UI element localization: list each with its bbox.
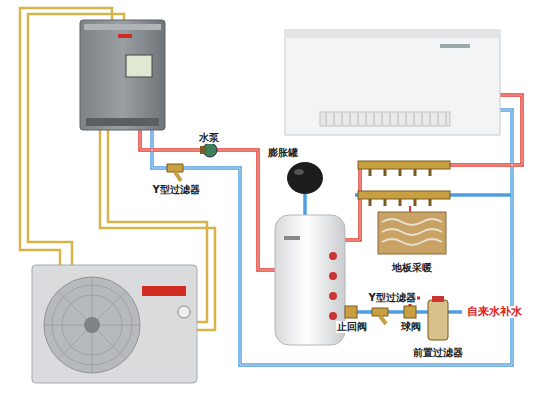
callout-label: 前置过滤器 (412, 347, 464, 359)
fan-coil-unit-part (320, 112, 450, 126)
callout-label: 球阀 (400, 321, 422, 333)
callout-label: 水泵 (198, 132, 220, 144)
pipe-core-part (152, 110, 512, 365)
water-tank-part (329, 272, 337, 280)
water-tank-part (275, 215, 345, 345)
outdoor-unit (32, 265, 197, 383)
water-pump (200, 143, 217, 157)
fan-coil-unit (285, 30, 500, 135)
fan-coil-unit-part (326, 113, 446, 125)
callout-label: 自来水补水 (466, 306, 523, 318)
ball-valve-part (404, 306, 416, 318)
manifold-part (358, 191, 450, 199)
expansion-tank (287, 162, 323, 194)
fan-coil-unit-part (285, 30, 500, 135)
outdoor-unit-part (44, 277, 140, 373)
return-pipe (152, 110, 512, 365)
manifold-part (370, 169, 430, 206)
wall-unit-part (86, 118, 159, 126)
y-strainer-part (372, 308, 388, 316)
floor-heating-part (382, 219, 442, 245)
water-pump-part (200, 146, 206, 154)
wall-unit (80, 20, 165, 130)
fan-coil-unit-part (440, 44, 470, 48)
water-tank-part (284, 236, 300, 240)
check-valve (345, 306, 357, 318)
return-pipe-part (303, 194, 307, 215)
wall-unit-part (118, 34, 132, 38)
manifold-part (358, 161, 450, 169)
outdoor-unit-part (84, 317, 100, 333)
floor-heating (378, 212, 446, 254)
check-valve-part (345, 306, 357, 318)
callout-label: 止回阀 (336, 321, 368, 333)
wall-unit-part (126, 55, 152, 77)
water-tank-part (329, 252, 337, 260)
fan-coil-unit-part (285, 30, 500, 38)
outdoor-unit-part (32, 265, 197, 383)
water-tank (275, 215, 345, 345)
wall-unit-part (80, 20, 165, 130)
supply-pipe-part (140, 130, 275, 270)
y-strainer-part (167, 164, 183, 172)
callout-label: 地板采暖 (391, 262, 433, 274)
pre-filter-part (428, 300, 448, 340)
pipe-core-part (140, 130, 275, 270)
callout-label: Y型过滤器 (367, 292, 416, 304)
outdoor-unit-part (142, 286, 186, 296)
y-strainer-part (380, 316, 386, 324)
outdoor-unit-part (44, 277, 140, 373)
expansion-tank-part (287, 162, 323, 194)
outdoor-unit-part (178, 306, 190, 318)
y-strainer-part (175, 172, 181, 181)
callout-label: 膨胀罐 (267, 147, 299, 159)
floor-heating-part (378, 212, 446, 254)
wall-unit-part (84, 24, 161, 30)
pre-filter-part (432, 296, 444, 302)
expansion-tank-part (294, 169, 304, 175)
water-tank-part (329, 292, 337, 300)
manifold-part (409, 206, 411, 212)
manifold (358, 161, 450, 212)
callout-label: Y型过滤器 (151, 184, 200, 196)
return-pipe-part (152, 110, 512, 365)
water-tank-part (329, 312, 337, 320)
pre-filter (428, 296, 448, 340)
